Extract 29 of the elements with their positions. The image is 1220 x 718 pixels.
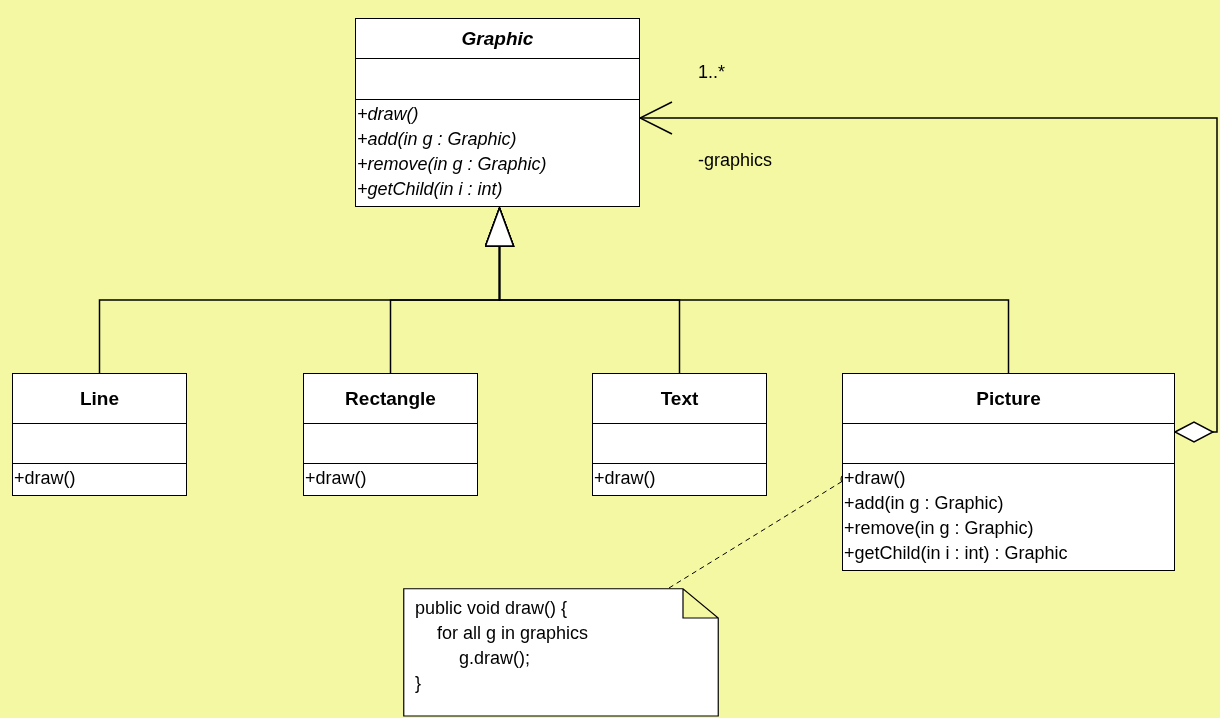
class-name: Line xyxy=(13,374,186,424)
class-box xyxy=(12,373,187,496)
role-label: -graphics xyxy=(698,150,773,171)
operation: +remove(in g : Graphic) xyxy=(356,153,547,176)
class-box xyxy=(355,18,640,207)
operation: +draw() xyxy=(593,467,656,490)
class-name: Text xyxy=(593,374,766,424)
operation: +draw() xyxy=(843,467,906,490)
operation: +getChild(in i : int) xyxy=(356,178,503,201)
operation: +add(in g : Graphic) xyxy=(843,492,1004,515)
class-name: Graphic xyxy=(356,19,639,59)
class-box xyxy=(592,373,767,496)
operation: +draw() xyxy=(13,467,76,490)
class-box xyxy=(303,373,478,496)
operation: +remove(in g : Graphic) xyxy=(843,517,1034,540)
class-name: Rectangle xyxy=(304,374,477,424)
code-line: for all g in graphics xyxy=(437,622,589,645)
generalization-arrow xyxy=(484,207,1010,374)
role-label: 1..* xyxy=(698,62,726,83)
operation: +draw() xyxy=(304,467,367,490)
code-line: } xyxy=(415,672,421,695)
operation: +getChild(in i : int) : Graphic xyxy=(843,542,1068,565)
aggregation-arrow xyxy=(639,101,1218,443)
class-name: Picture xyxy=(843,374,1174,424)
operation: +draw() xyxy=(356,103,419,126)
class-box xyxy=(842,373,1175,571)
code-line: g.draw(); xyxy=(459,647,530,670)
code-line: public void draw() { xyxy=(415,597,568,620)
operation: +add(in g : Graphic) xyxy=(356,128,517,151)
